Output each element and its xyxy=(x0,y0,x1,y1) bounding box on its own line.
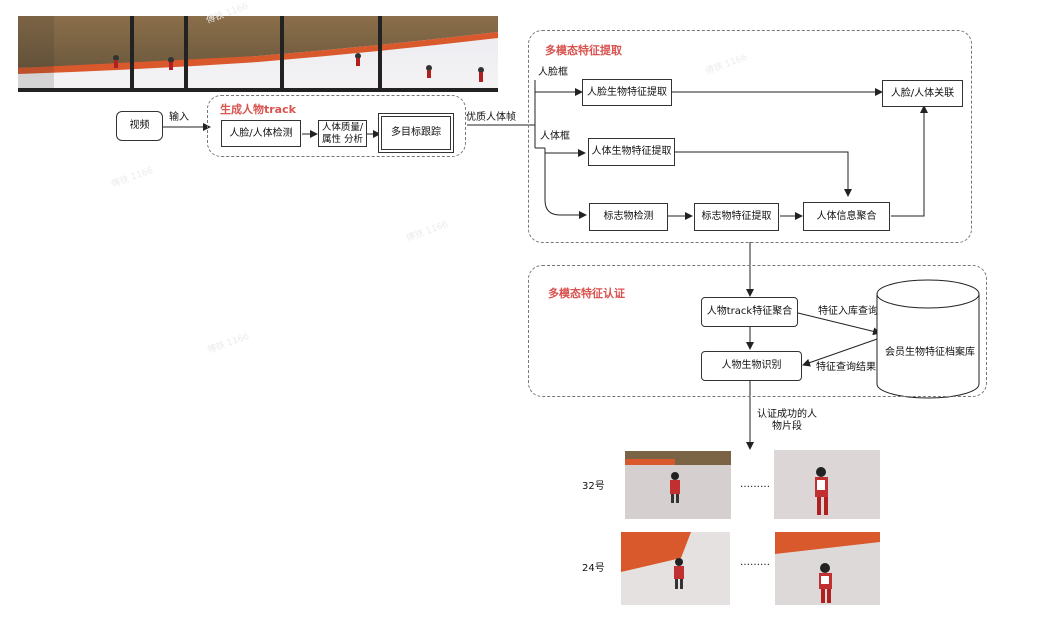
track-group-title: 生成人物track xyxy=(220,103,296,116)
track-feature-agg-node: 人物track特征聚合 xyxy=(701,297,798,327)
good-frames-label: 优质人体帧 xyxy=(466,112,516,123)
bio-recognition-node: 人物生物识别 xyxy=(701,351,802,381)
extract-group-container xyxy=(528,30,972,243)
face-box-label: 人脸框 xyxy=(538,67,568,78)
query-edge-label: 特征入库查询 xyxy=(818,306,878,317)
success-clip-label: 认证成功的人 物片段 xyxy=(757,409,817,432)
face-feature-node: 人脸生物特征提取 xyxy=(582,79,672,106)
face-body-detect-node: 人脸/人体检测 xyxy=(221,120,301,147)
result-edge-label: 特征查询结果 xyxy=(816,362,876,373)
skier-thumbnail xyxy=(774,450,880,519)
marker-detect-node: 标志物检测 xyxy=(589,203,668,231)
skier-thumbnail xyxy=(621,532,730,605)
extract-group-title: 多模态特征提取 xyxy=(545,44,622,57)
member-db-label: 会员生物特征档案库 xyxy=(885,347,975,358)
skier-thumbnail xyxy=(775,532,880,605)
track-group-container xyxy=(207,95,466,157)
result-row-label: 32号 xyxy=(582,481,605,492)
auth-group-container xyxy=(528,265,987,397)
skier-thumbnail xyxy=(625,451,731,519)
face-body-link-node: 人脸/人体关联 xyxy=(882,80,963,107)
result-row-ellipsis: ……… xyxy=(740,479,770,490)
result-row-label: 24号 xyxy=(582,563,605,574)
input-edge-label: 输入 xyxy=(169,112,189,123)
body-info-agg-node: 人体信息聚合 xyxy=(803,202,890,231)
marker-feature-node: 标志物特征提取 xyxy=(694,203,779,231)
auth-group-title: 多模态特征认证 xyxy=(548,287,625,300)
body-feature-node: 人体生物特征提取 xyxy=(588,138,675,166)
result-row-ellipsis: ……… xyxy=(740,557,770,568)
video-frame-strip xyxy=(18,16,498,92)
member-db-cylinder xyxy=(876,279,980,399)
quality-analysis-node: 人体质量/ 属性 分析 xyxy=(318,120,367,147)
video-input-node: 视频 xyxy=(116,111,163,141)
multi-object-tracking-node: 多目标跟踪 xyxy=(378,113,454,153)
body-box-label: 人体框 xyxy=(540,131,570,142)
